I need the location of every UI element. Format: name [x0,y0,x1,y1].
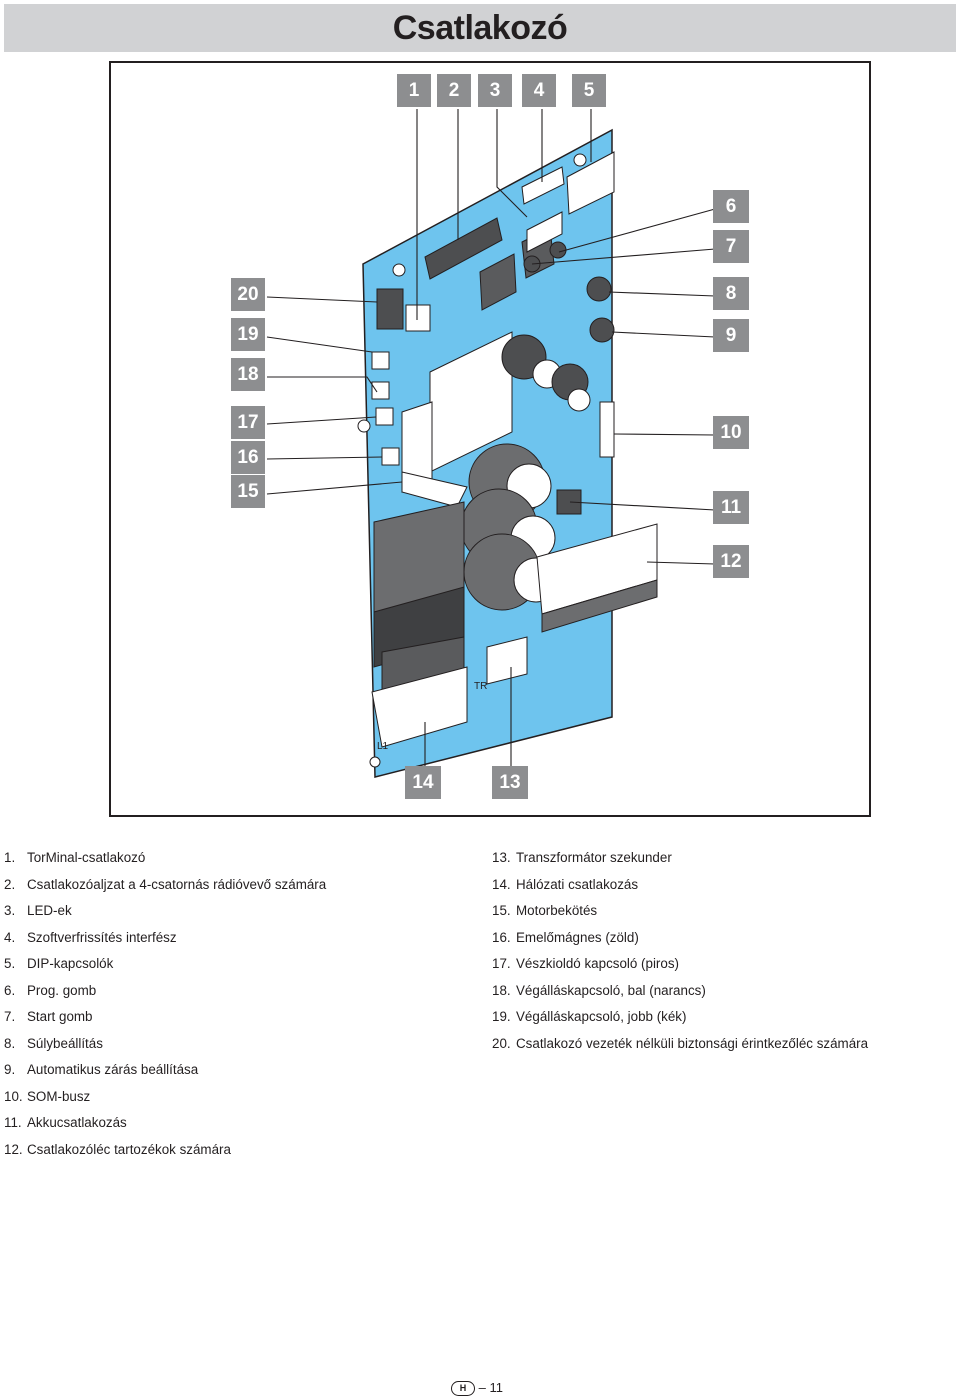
page-title: Csatlakozó [392,9,568,47]
legend-item: 3.LED-ek [4,903,72,918]
callout-1: 1 [397,74,431,107]
legend-item: 12.Csatlakozóléc tartozékok számára [4,1141,231,1157]
callout-4: 4 [522,74,556,107]
leader-lines [266,109,716,768]
legend-item: 9.Automatikus zárás beállítása [4,1062,199,1077]
legend-item: 1.TorMinal-csatlakozó [4,850,146,865]
board-label-l1: L1 [377,741,389,752]
page-footer: H – 11 [451,1379,503,1397]
callout-7: 7 [713,230,749,263]
callout-16: 16 [231,441,265,474]
callout-3: 3 [478,74,512,107]
legend-item: 8.Súlybeállítás [4,1035,103,1051]
legend-list-right: 13.Transzformátor szekunder 14.Hálózati … [492,845,868,1057]
callout-10: 10 [713,416,749,449]
callout-13: 13 [492,766,528,799]
legend-item: 19.Végálláskapcsoló, jobb (kék) [492,1009,687,1024]
figure-frame: L1 TR [109,61,871,817]
legend-item: 6.Prog. gomb [4,982,97,998]
callout-17: 17 [231,406,265,439]
legend-item: 13.Transzformátor szekunder [492,850,672,865]
callout-19: 19 [231,318,265,351]
callout-14: 14 [405,766,441,799]
legend-item: 18.Végálláskapcsoló, bal (narancs) [492,982,706,998]
callout-20: 20 [231,278,265,311]
language-badge: H [451,1381,475,1397]
legend-list-left: 1.TorMinal-csatlakozó 2.Csatlakozóaljzat… [4,845,326,1163]
legend-item: 14.Hálózati csatlakozás [492,876,639,892]
circuit-board-diagram: L1 TR [266,109,716,778]
callout-5: 5 [572,74,606,107]
callout-15: 15 [231,475,265,508]
legend-item: 4.Szoftverfrissítés interfész [4,929,177,945]
legend-item: 5.DIP-kapcsolók [4,956,114,971]
legend-item: 15.Motorbekötés [492,903,598,918]
callout-11: 11 [713,491,749,524]
legend-item: 11.Akkucsatlakozás [4,1115,127,1130]
callout-2: 2 [437,74,471,107]
legend-item: 20.Csatlakozó vezeték nélküli biztonsági… [492,1035,869,1051]
legend-item: 10.SOM-busz [4,1088,91,1104]
page-number: – 11 [478,1380,503,1395]
callout-9: 9 [713,319,749,352]
callout-12: 12 [713,545,749,578]
legend-item: 16.Emelőmágnes (zöld) [492,929,639,945]
legend-item: 2.Csatlakozóaljzat a 4-csatornás rádióve… [4,876,327,892]
callout-6: 6 [713,190,749,223]
board-label-tr: TR [474,681,487,692]
callout-8: 8 [713,277,749,310]
title-bar: Csatlakozó [4,4,956,52]
legend-item: 17.Vészkioldó kapcsoló (piros) [492,956,679,971]
callout-18: 18 [231,358,265,391]
legend-item: 7.Start gomb [4,1009,93,1024]
